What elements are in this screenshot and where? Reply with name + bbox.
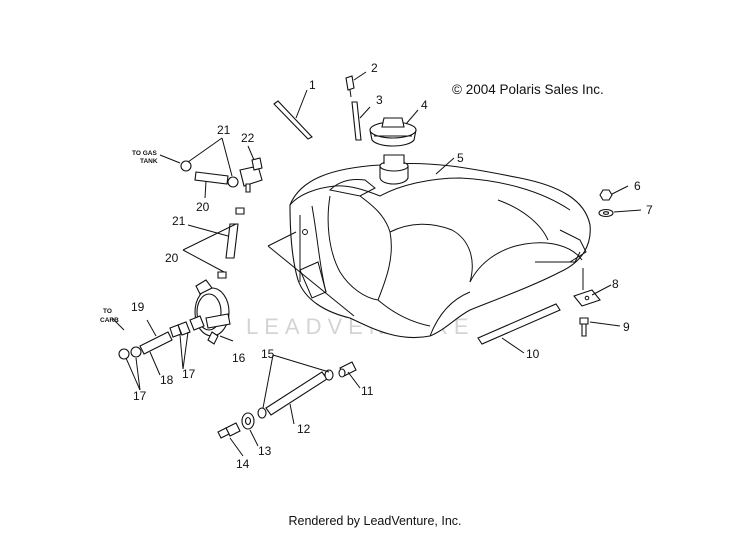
carb-hose [139, 331, 173, 355]
fuel-tank [289, 154, 591, 339]
to-carb-label-line1: TO [103, 308, 112, 315]
upper-clamp-left [180, 160, 192, 172]
bracket [573, 268, 601, 307]
outlet-fitting [338, 361, 357, 378]
shutoff-valve [239, 157, 263, 193]
middle-fuel-hose [225, 223, 239, 259]
bolt [579, 317, 589, 337]
callout-2: 2 [371, 61, 378, 75]
callout-18: 18 [160, 373, 174, 387]
callout-10: 10 [526, 347, 540, 361]
callout-5: 5 [457, 151, 464, 165]
callout-3: 3 [376, 93, 383, 107]
carb-fitting-a [130, 346, 142, 358]
washer [598, 208, 614, 218]
callout-12: 12 [297, 422, 311, 436]
callout-4: 4 [421, 98, 428, 112]
callout-20-upper: 20 [196, 200, 210, 214]
leader-to-gas [159, 154, 181, 164]
callout-15: 15 [261, 347, 275, 361]
to-gas-tank-label-line1: TO GAS [132, 150, 157, 157]
leader-tank-2 [267, 245, 355, 317]
callout-9: 9 [623, 320, 630, 334]
callout-leaders [125, 71, 642, 457]
callout-13: 13 [258, 444, 272, 458]
middle-clamp-top [235, 207, 245, 215]
copyright-notice: © 2004 Polaris Sales Inc. [452, 82, 604, 97]
leader-tank [267, 231, 297, 247]
upper-fuel-hose [194, 171, 229, 185]
to-carb-label-line2: CARB [100, 317, 119, 324]
clamp-lower [257, 407, 267, 419]
fuel-cap [369, 117, 417, 147]
callout-11: 11 [361, 384, 374, 398]
callout-19: 19 [131, 300, 145, 314]
callout-20-middle: 20 [165, 251, 179, 265]
vent-fitting [345, 75, 355, 98]
fuel-pump [189, 279, 231, 345]
callout-21-upper: 21 [217, 123, 231, 137]
callout-17-pump: 17 [182, 367, 196, 381]
vent-hose [351, 101, 362, 141]
to-gas-tank-label-line2: TANK [140, 158, 158, 165]
middle-clamp-bottom [217, 271, 227, 279]
callout-6: 6 [634, 179, 641, 193]
tank-fitting [217, 422, 241, 439]
routing-labels: TO GAS TANK TO CARB [100, 150, 158, 324]
callout-17-carb: 17 [133, 389, 147, 403]
upper-clamp-right [227, 176, 239, 188]
callout-8: 8 [612, 277, 619, 291]
nut [599, 189, 613, 201]
carb-fitting-b [118, 348, 130, 360]
callout-7: 7 [646, 203, 653, 217]
leader-to-carb [111, 317, 125, 331]
callout-numbers: 1 2 3 4 5 6 7 8 9 10 11 12 13 14 15 16 1… [131, 61, 653, 471]
callout-14: 14 [236, 457, 250, 471]
callout-21-middle: 21 [172, 214, 186, 228]
fuel-line [265, 371, 328, 416]
callout-16: 16 [232, 351, 246, 365]
cable-tie [273, 100, 313, 140]
grommet [241, 412, 255, 430]
callout-22: 22 [241, 131, 255, 145]
footer-credit: Rendered by LeadVenture, Inc. [288, 514, 462, 528]
foam-strip [477, 303, 561, 345]
clamp-upper [324, 369, 334, 381]
pump-fitting-b [169, 324, 182, 338]
callout-1: 1 [309, 78, 316, 92]
